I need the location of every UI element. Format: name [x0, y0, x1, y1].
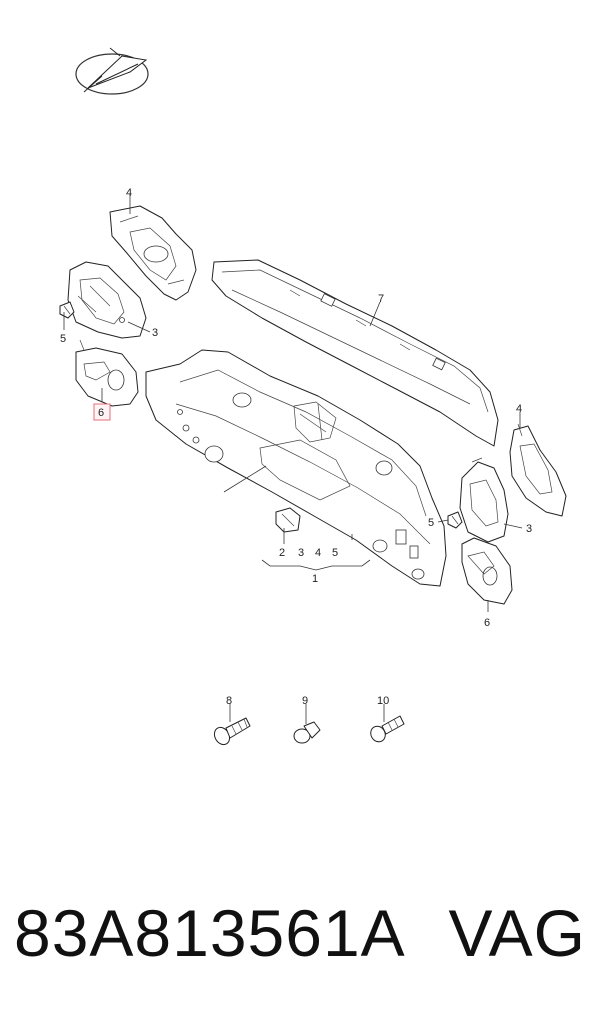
callout-2: 2	[279, 547, 285, 559]
part-6-left-bracket	[75, 339, 139, 407]
part-6-right-bracket	[461, 537, 513, 605]
part-3-right-pillar	[459, 457, 509, 543]
callout-5-group: 5	[332, 547, 338, 559]
part-4-right-bracket	[509, 423, 567, 517]
part-5-right-clip	[447, 511, 463, 529]
svg-text:6: 6	[98, 407, 104, 419]
callout-7: 7	[378, 293, 384, 305]
orientation-logo-icon	[75, 47, 149, 95]
callout-1: 1	[312, 573, 318, 585]
fastener-8-bolt-icon	[213, 717, 251, 746]
leader-lines	[63, 194, 523, 724]
callout-3-left: 3	[152, 327, 158, 339]
callout-3-right: 3	[526, 523, 532, 535]
fastener-9-plug-icon	[293, 721, 321, 744]
callout-5-right: 5	[428, 517, 434, 529]
part-4-left-bracket	[109, 205, 197, 301]
callout-4-top: 4	[126, 187, 132, 199]
fastener-10-screw-icon	[370, 715, 405, 743]
callout-6-left-highlighted: 6	[93, 403, 111, 421]
brand-name: VAG	[448, 896, 586, 970]
callout-4-group: 4	[315, 547, 321, 559]
part-1-rear-panel	[145, 349, 447, 587]
callout-3-group: 3	[298, 547, 304, 559]
callout-10: 10	[377, 695, 389, 707]
callout-5-left: 5	[60, 333, 66, 345]
callout-8: 8	[226, 695, 232, 707]
footer: 83A813561A VAG	[0, 888, 600, 988]
part-7-crossmember	[211, 259, 499, 447]
part-3-left-pillar	[67, 261, 147, 339]
callout-4-right: 4	[516, 403, 522, 415]
part-2-small-bracket	[275, 507, 301, 533]
part-5-left-clip	[59, 301, 75, 319]
callout-6-right: 6	[484, 617, 490, 629]
part-number: 83A813561A	[14, 896, 406, 970]
callout-9: 9	[302, 695, 308, 707]
